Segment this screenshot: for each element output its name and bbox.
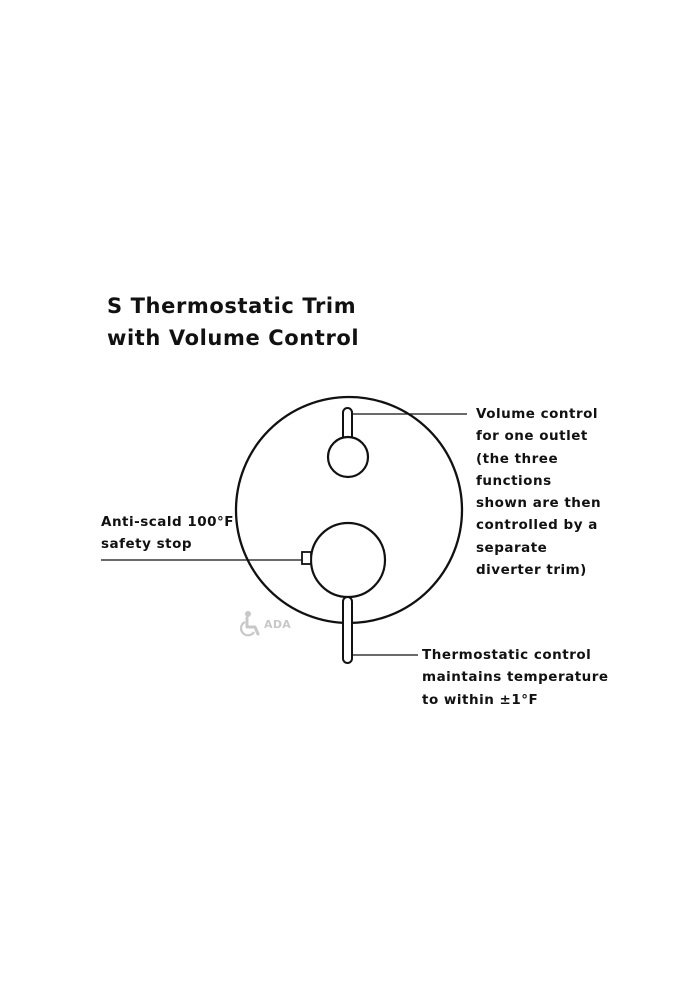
callout-volume-line: functions — [476, 472, 552, 489]
callout-thermostatic-control: Thermostatic control maintains temperatu… — [422, 644, 609, 711]
ada-badge: ADA — [239, 610, 299, 638]
callout-volume-line: for one outlet — [476, 428, 588, 445]
callout-thermostatic-line: to within ±1°F — [422, 691, 539, 708]
thermostatic-handle-lever — [342, 596, 353, 664]
callout-volume-control: Volume control for one outlet (the three… — [476, 403, 601, 581]
callout-volume-line: (the three — [476, 450, 559, 467]
callout-volume-line: controlled by a — [476, 517, 598, 534]
volume-handle-knob — [326, 435, 370, 479]
ada-badge-text: ADA — [264, 618, 292, 631]
callout-thermostatic-line: maintains temperature — [422, 669, 609, 686]
callout-volume-line: diverter trim) — [476, 562, 587, 579]
callout-volume-line: Volume control — [476, 406, 599, 422]
diagram-title: S Thermostatic Trim with Volume Control — [107, 290, 359, 354]
callout-volume-line: separate — [476, 539, 548, 556]
thermostatic-handle-knob — [309, 521, 387, 599]
callout-antiscald-line: safety stop — [101, 536, 193, 553]
callout-thermostatic-line: Thermostatic control — [422, 647, 592, 663]
safety-stop-nub — [301, 551, 312, 565]
callout-anti-scald: Anti-scald 100°F safety stop — [101, 511, 234, 556]
callout-antiscald-line: Anti-scald 100°F — [101, 514, 235, 530]
callout-volume-line: shown are then — [476, 495, 602, 512]
title-line-1: S Thermostatic Trim — [107, 294, 357, 318]
title-line-2: with Volume Control — [107, 326, 360, 350]
wheelchair-icon — [240, 611, 260, 637]
